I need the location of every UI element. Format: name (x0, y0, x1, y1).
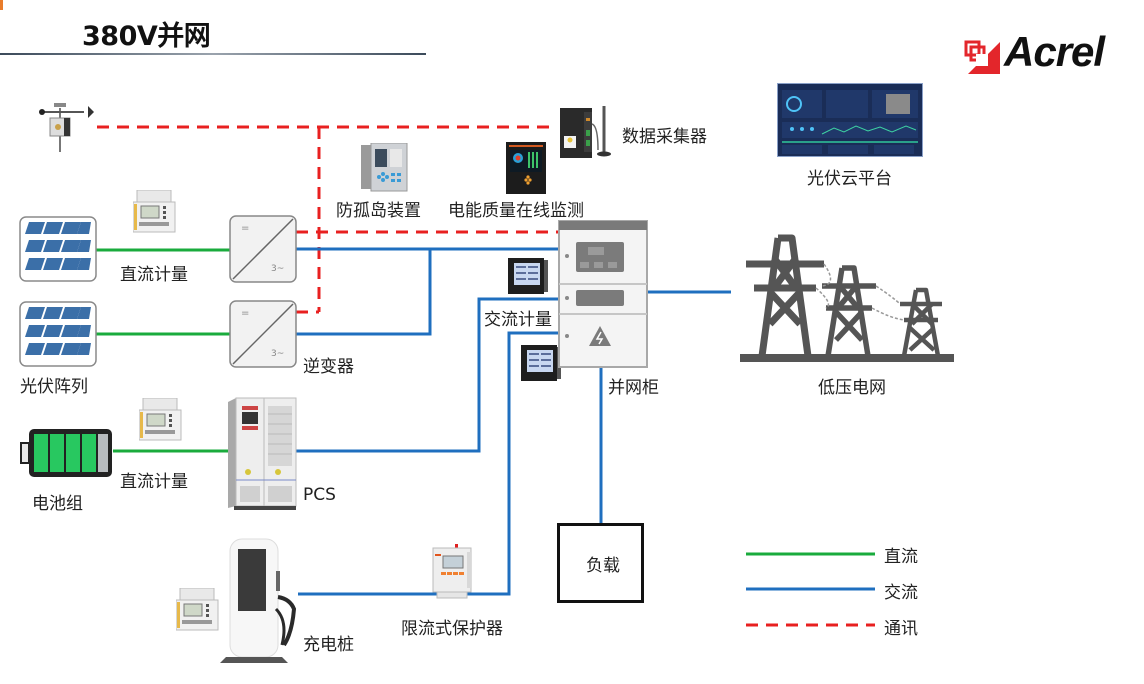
anti-islanding-label: 防孤岛装置 (336, 201, 421, 221)
acrel-logo-icon (964, 40, 1000, 74)
ac-line-inverter2 (296, 249, 432, 336)
battery-label: 电池组 (32, 494, 83, 514)
power-quality-label: 电能质量在线监测 (448, 201, 584, 221)
solar-panel-icon (19, 301, 97, 371)
dc-meter-battery-label: 直流计量 (120, 472, 188, 492)
legend-label-dc: 直流 (884, 547, 918, 567)
low-voltage-grid-label: 低压电网 (818, 378, 886, 398)
dashboard-screen-icon (777, 83, 923, 157)
protection-relay-icon (361, 143, 408, 192)
ac-line-pcs (296, 297, 560, 453)
pcs-label: PCS (303, 485, 336, 505)
solar-panel-icon (19, 216, 97, 286)
ac-symbol: 3~ (271, 264, 284, 274)
legend-label-comm: 通讯 (884, 619, 918, 639)
din-rail-meter-icon (133, 190, 176, 233)
title-divider (0, 53, 426, 55)
battery-icon (20, 429, 112, 477)
brand-name: Acrel (1004, 28, 1105, 75)
grid-cabinet-label: 并网柜 (608, 378, 659, 398)
inverter-label: 逆变器 (303, 357, 354, 377)
pv-array-label: 光伏阵列 (20, 377, 88, 397)
data-collector-label: 数据采集器 (622, 127, 707, 147)
data-collector-icon (560, 106, 611, 158)
panel-meter-icon (508, 258, 548, 294)
charging-pile-label: 充电桩 (303, 635, 354, 655)
power-quality-monitor-icon (506, 142, 546, 194)
cloud-platform-label: 光伏云平台 (807, 169, 892, 189)
panel-meter-icon (521, 345, 561, 381)
pcs-cabinet-icon (228, 397, 297, 510)
dc-symbol: = (241, 223, 249, 234)
load-label: 负载 (586, 556, 620, 576)
inverter-icon: = 3~ (229, 300, 297, 372)
current-limiter-label: 限流式保护器 (401, 619, 503, 639)
load-box (557, 523, 644, 603)
din-rail-meter-icon (176, 588, 219, 631)
ac-meter-label: 交流计量 (484, 310, 552, 330)
dc-meter-pv-label: 直流计量 (120, 265, 188, 285)
current-limiter-icon (432, 544, 472, 599)
inverter-icon: = 3~ (229, 215, 297, 287)
page-title: 380V并网 (82, 21, 211, 52)
corner-accent (0, 0, 3, 10)
transmission-tower-icon (740, 234, 954, 362)
ac-symbol: 3~ (271, 349, 284, 359)
ev-charger-icon (220, 538, 297, 663)
legend-label-ac: 交流 (884, 583, 918, 603)
ac-line-charger (298, 331, 560, 596)
dc-symbol: = (241, 308, 249, 319)
switchgear-cabinet-icon (558, 220, 648, 368)
din-rail-meter-icon (139, 398, 182, 441)
weather-station-icon (39, 103, 94, 152)
